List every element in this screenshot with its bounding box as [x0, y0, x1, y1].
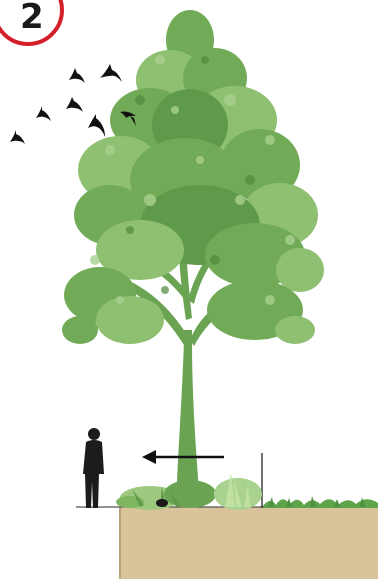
- bird-icon: [66, 97, 83, 112]
- bird-icon: [36, 106, 51, 121]
- bird-icon: [10, 130, 25, 144]
- bird-icon: [69, 68, 85, 83]
- bird-icon: [100, 64, 122, 82]
- bird-icon: [88, 114, 105, 137]
- grass-strip: [262, 496, 378, 508]
- soil-block: [76, 507, 378, 579]
- tree-canopy: [62, 10, 324, 360]
- person-silhouette: [83, 428, 104, 508]
